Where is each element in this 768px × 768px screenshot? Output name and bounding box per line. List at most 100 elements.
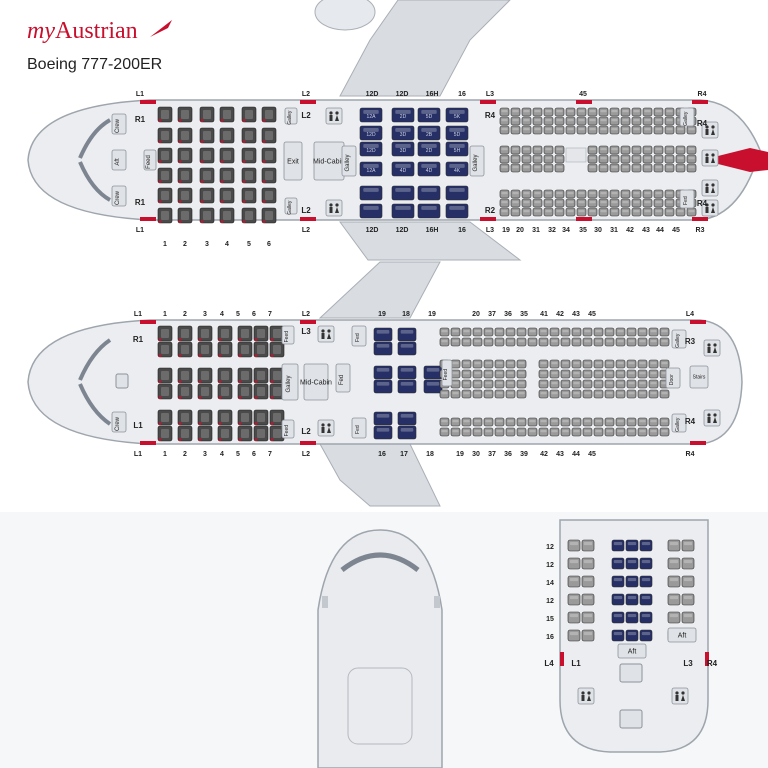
economy-seat[interactable] xyxy=(499,116,510,126)
economy-seat[interactable] xyxy=(675,145,686,155)
economy-seat[interactable] xyxy=(620,116,631,126)
economy-seat[interactable] xyxy=(483,379,494,389)
economy-seat[interactable] xyxy=(615,369,626,379)
premium-seat[interactable] xyxy=(445,125,469,141)
business-seat[interactable] xyxy=(157,147,173,164)
premium-seat[interactable] xyxy=(611,611,625,624)
economy-seat[interactable] xyxy=(499,163,510,173)
economy-seat[interactable] xyxy=(637,389,648,399)
economy-seat[interactable] xyxy=(532,189,543,199)
economy-seat[interactable] xyxy=(664,145,675,155)
economy-seat[interactable] xyxy=(609,163,620,173)
premium-seat[interactable] xyxy=(611,629,625,642)
economy-seat[interactable] xyxy=(675,207,686,217)
business-seat[interactable] xyxy=(177,341,193,358)
premium-seat[interactable] xyxy=(445,203,469,219)
economy-seat[interactable] xyxy=(648,389,659,399)
economy-seat[interactable] xyxy=(505,427,516,437)
economy-seat[interactable] xyxy=(659,359,670,369)
economy-seat[interactable] xyxy=(615,327,626,337)
economy-seat[interactable] xyxy=(620,145,631,155)
premium-seat[interactable] xyxy=(423,365,443,380)
economy-seat[interactable] xyxy=(527,417,538,427)
economy-seat[interactable] xyxy=(543,125,554,135)
economy-seat[interactable] xyxy=(549,427,560,437)
premium-seat[interactable] xyxy=(625,557,639,570)
economy-seat[interactable] xyxy=(648,327,659,337)
premium-seat[interactable] xyxy=(417,161,441,177)
economy-seat[interactable] xyxy=(554,154,565,164)
economy-seat[interactable] xyxy=(554,198,565,208)
economy-seat[interactable] xyxy=(521,107,532,117)
economy-seat[interactable] xyxy=(516,389,527,399)
economy-seat[interactable] xyxy=(615,389,626,399)
premium-seat[interactable] xyxy=(625,629,639,642)
economy-seat[interactable] xyxy=(604,417,615,427)
economy-seat[interactable] xyxy=(494,369,505,379)
economy-seat[interactable] xyxy=(510,189,521,199)
economy-seat[interactable] xyxy=(543,207,554,217)
economy-seat[interactable] xyxy=(554,207,565,217)
premium-seat[interactable] xyxy=(423,379,443,394)
business-seat[interactable] xyxy=(157,367,173,384)
economy-seat[interactable] xyxy=(450,337,461,347)
economy-seat[interactable] xyxy=(631,116,642,126)
economy-seat[interactable] xyxy=(593,327,604,337)
economy-seat[interactable] xyxy=(565,198,576,208)
economy-seat[interactable] xyxy=(461,417,472,427)
premium-seat[interactable] xyxy=(373,379,393,394)
economy-seat[interactable] xyxy=(450,379,461,389)
economy-seat[interactable] xyxy=(659,417,670,427)
economy-seat[interactable] xyxy=(483,369,494,379)
economy-seat[interactable] xyxy=(532,107,543,117)
economy-seat[interactable] xyxy=(554,125,565,135)
economy-seat[interactable] xyxy=(642,116,653,126)
economy-seat[interactable] xyxy=(483,337,494,347)
economy-seat[interactable] xyxy=(581,593,595,606)
premium-seat[interactable] xyxy=(359,185,383,201)
economy-seat[interactable] xyxy=(648,359,659,369)
business-seat[interactable] xyxy=(241,147,257,164)
premium-seat[interactable] xyxy=(417,185,441,201)
premium-seat[interactable] xyxy=(417,203,441,219)
business-seat[interactable] xyxy=(157,207,173,224)
economy-seat[interactable] xyxy=(598,189,609,199)
economy-seat[interactable] xyxy=(587,154,598,164)
economy-seat[interactable] xyxy=(615,359,626,369)
business-seat[interactable] xyxy=(197,367,213,384)
economy-seat[interactable] xyxy=(571,427,582,437)
economy-seat[interactable] xyxy=(620,207,631,217)
business-seat[interactable] xyxy=(219,147,235,164)
economy-seat[interactable] xyxy=(576,198,587,208)
economy-seat[interactable] xyxy=(664,125,675,135)
premium-seat[interactable] xyxy=(397,327,417,342)
economy-seat[interactable] xyxy=(598,107,609,117)
economy-seat[interactable] xyxy=(593,417,604,427)
economy-seat[interactable] xyxy=(505,337,516,347)
economy-seat[interactable] xyxy=(560,427,571,437)
economy-seat[interactable] xyxy=(626,379,637,389)
economy-seat[interactable] xyxy=(571,417,582,427)
economy-seat[interactable] xyxy=(538,389,549,399)
business-seat[interactable] xyxy=(177,383,193,400)
business-seat[interactable] xyxy=(219,187,235,204)
business-seat[interactable] xyxy=(197,325,213,342)
economy-seat[interactable] xyxy=(521,198,532,208)
business-seat[interactable] xyxy=(177,207,193,224)
economy-seat[interactable] xyxy=(675,125,686,135)
economy-seat[interactable] xyxy=(565,125,576,135)
premium-seat[interactable] xyxy=(625,593,639,606)
premium-seat[interactable] xyxy=(391,185,415,201)
economy-seat[interactable] xyxy=(598,163,609,173)
economy-seat[interactable] xyxy=(648,417,659,427)
economy-seat[interactable] xyxy=(516,427,527,437)
economy-seat[interactable] xyxy=(626,417,637,427)
economy-seat[interactable] xyxy=(598,154,609,164)
economy-seat[interactable] xyxy=(626,369,637,379)
economy-seat[interactable] xyxy=(604,427,615,437)
economy-seat[interactable] xyxy=(450,369,461,379)
premium-seat[interactable] xyxy=(359,141,383,157)
economy-seat[interactable] xyxy=(609,116,620,126)
economy-seat[interactable] xyxy=(631,163,642,173)
business-seat[interactable] xyxy=(177,325,193,342)
